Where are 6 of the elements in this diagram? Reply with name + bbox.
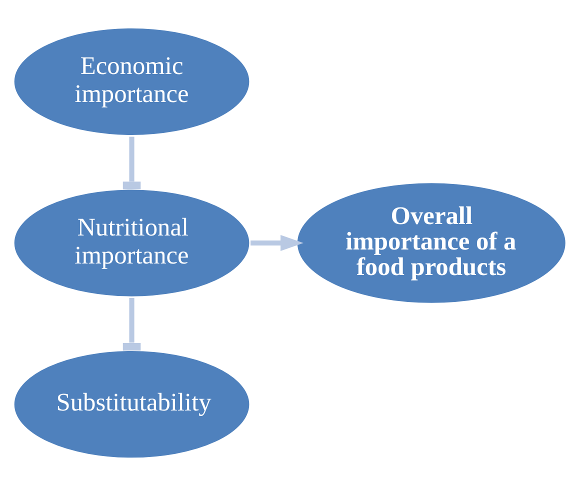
arrow <box>250 234 304 251</box>
node-ellipse: Economic importance <box>12 25 252 138</box>
connector <box>122 136 141 189</box>
node-ellipse: Nutritional importance <box>12 186 252 298</box>
connector <box>122 298 141 350</box>
node-ellipse: Overall importance of a food products <box>294 180 568 305</box>
